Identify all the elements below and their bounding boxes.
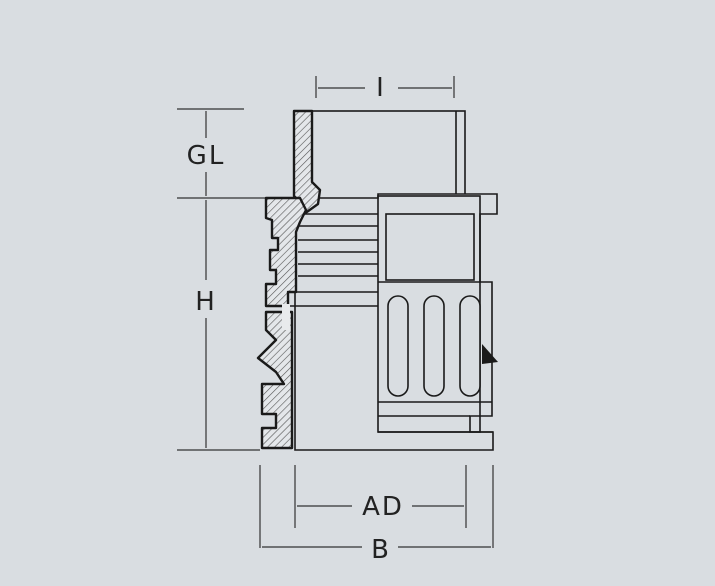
detent-marker [482, 344, 498, 364]
fitting-body [290, 110, 498, 451]
inner-channel [282, 304, 290, 330]
dim-label-i: I [376, 73, 386, 103]
dim-label-b: B [371, 535, 391, 565]
dim-label-gl: GL [187, 141, 226, 171]
dim-label-h: H [195, 287, 217, 317]
section-hatch [256, 109, 322, 450]
dim-label-ad: AD [362, 492, 404, 522]
dimension-lines [177, 76, 494, 548]
